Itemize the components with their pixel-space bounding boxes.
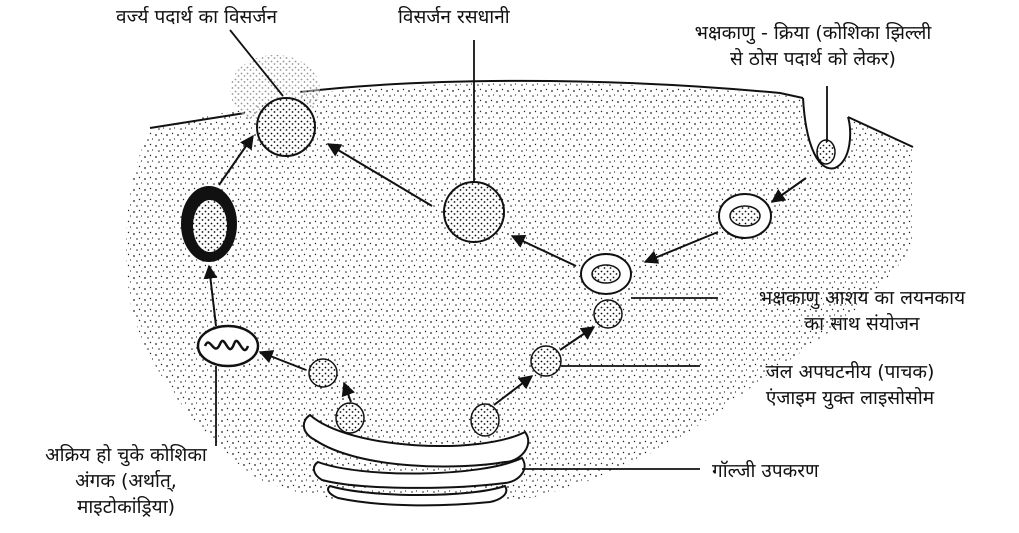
label-waste-excretion: वर्ज्य पदार्थ का विसर्जन [116,4,277,30]
label-excretory-vacuole: विसर्जन रसधानी [398,4,510,30]
excretory-vacuole [444,182,504,242]
lysosome-1 [594,300,622,328]
excreting-vacuole [257,98,315,156]
vesicle-content [730,206,760,226]
label-golgi: गॉल्जी उपकरण [712,458,819,484]
label-lysosome: जल अपघटनीय (पाचक) एंजाइम युक्त लाइसोसोम [700,359,1000,411]
label-inactive-organelle: अक्रिय हो चुके कोशिका अंगक (अर्थात्, माइ… [0,442,252,520]
lysosome-2 [531,346,561,376]
ingested-particle [817,140,835,164]
autophagic-inner [193,200,227,252]
label-phagocytosis: भक्षकाणु - क्रिया (कोशिका झिल्ली से ठोस … [618,20,1008,72]
lysosome-3 [309,359,337,387]
label-fusion: भक्षकाणु आशय का लयनकाय का साथ संयोजन [712,285,1012,337]
fusion-content [592,265,620,283]
